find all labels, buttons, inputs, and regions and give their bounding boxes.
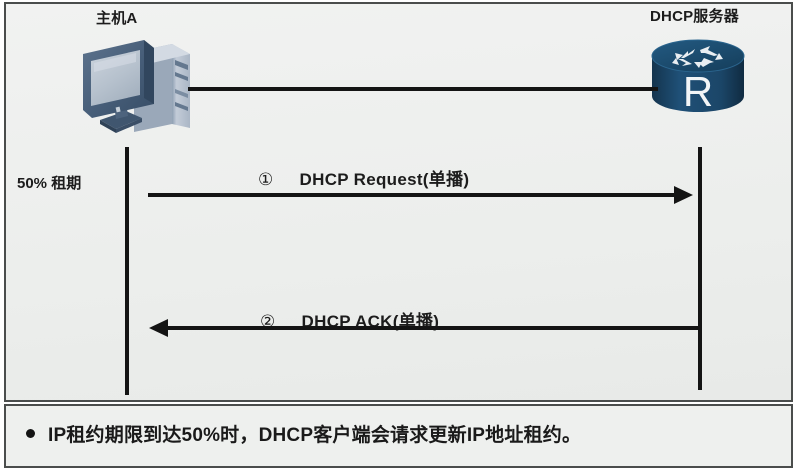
message-1-label: ① DHCP Request(单播) [258,165,469,190]
network-link-line [188,87,658,91]
svg-text:R: R [683,68,713,115]
host-lifeline [125,147,129,395]
message-1-text: DHCP Request(单播) [299,170,470,189]
message-1-arrowhead-right-icon [674,186,693,204]
message-1-number: ① [258,170,274,189]
lease-percent-label: 50% 租期 [17,175,82,192]
message-2-arrowhead-left-icon [149,319,168,337]
caption-text: IP租约期限到达50%时，DHCP客户端会请求更新IP地址租约。 [48,425,582,446]
host-node-label: 主机A [96,10,138,27]
router-icon: R [648,34,748,118]
message-1-arrow-line [148,193,680,197]
caption-row: IP租约期限到达50%时，DHCP客户端会请求更新IP地址租约。 [26,420,581,447]
message-2-arrow-line [168,326,700,330]
bullet-point-icon [26,429,35,438]
caption-panel [4,404,793,468]
desktop-computer-icon [76,32,196,140]
server-node-label: DHCP服务器 [650,8,739,25]
server-lifeline [698,147,702,390]
